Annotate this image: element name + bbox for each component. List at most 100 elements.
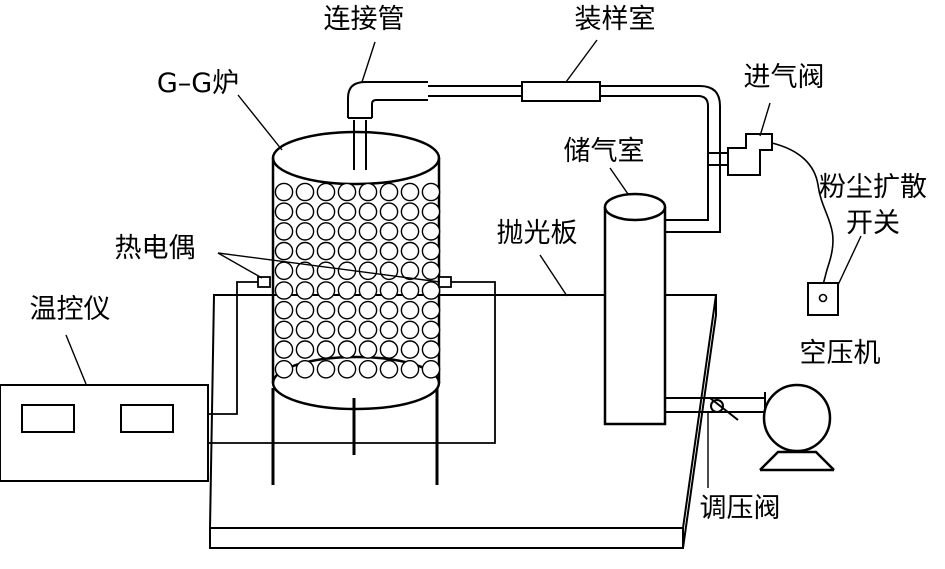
furnace-hole — [295, 340, 315, 359]
leader-lines — [65, 39, 862, 488]
furnace-hole — [295, 182, 315, 202]
furnace-hole — [316, 261, 336, 281]
furnace-hole — [421, 261, 441, 281]
furnace-hole — [274, 320, 294, 340]
furnace-hole — [358, 320, 378, 340]
label-regulating-valve: 调压阀 — [700, 493, 781, 524]
furnace-hole — [295, 261, 315, 281]
furnace-hole — [421, 241, 441, 261]
furnace-hole — [358, 261, 378, 281]
furnace-hole — [337, 241, 357, 261]
furnace-hole — [316, 241, 336, 261]
furnace-hole — [400, 182, 420, 202]
furnace-hole — [400, 300, 420, 320]
furnace-hole — [358, 202, 378, 221]
furnace-hole — [295, 320, 315, 340]
temperature-controller — [0, 384, 209, 482]
furnace-hole — [379, 320, 399, 340]
dust-switch — [771, 142, 839, 316]
furnace-hole — [274, 241, 294, 261]
furnace-hole — [421, 320, 441, 340]
furnace-hole — [358, 241, 378, 261]
furnace-hole — [316, 320, 336, 340]
furnace-hole — [316, 222, 336, 241]
furnace-hole — [316, 300, 336, 320]
furnace-hole — [337, 222, 357, 241]
furnace-hole — [316, 281, 336, 300]
furnace-hole — [400, 281, 420, 300]
furnace-hole — [316, 359, 336, 379]
furnace-hole — [295, 222, 315, 241]
furnace-hole — [337, 359, 357, 379]
furnace-hole — [274, 281, 294, 300]
furnace-hole — [358, 281, 378, 300]
furnace-holes — [274, 182, 441, 379]
furnace-hole — [274, 359, 294, 379]
furnace-hole — [274, 182, 294, 202]
furnace-hole — [379, 202, 399, 221]
furnace-hole — [274, 261, 294, 281]
label-polish-plate: 抛光板 — [497, 218, 578, 249]
air-compressor — [759, 383, 835, 472]
connecting-pipe — [347, 81, 428, 170]
furnace-hole — [358, 182, 378, 202]
furnace-hole — [337, 320, 357, 340]
furnace-hole — [274, 340, 294, 359]
thermocouple-wires — [208, 276, 496, 444]
furnace-hole — [358, 340, 378, 359]
furnace-hole — [337, 202, 357, 221]
furnace-hole — [400, 359, 420, 379]
furnace-hole — [274, 202, 294, 221]
label-dust-switch-line2: 开关 — [846, 208, 900, 239]
furnace-hole — [379, 241, 399, 261]
gas-storage-chamber — [603, 192, 667, 426]
base-plate — [208, 294, 718, 549]
furnace-hole — [337, 340, 357, 359]
furnace-hole — [358, 300, 378, 320]
furnace-hole — [400, 320, 420, 340]
label-dust-switch-line1: 粉尘扩散 — [819, 172, 927, 203]
furnace-hole — [400, 222, 420, 241]
furnace-hole — [400, 340, 420, 359]
furnace-hole — [316, 202, 336, 221]
label-intake-valve: 进气阀 — [744, 62, 825, 93]
furnace-hole — [295, 300, 315, 320]
furnace-hole — [421, 300, 441, 320]
furnace-hole — [337, 300, 357, 320]
furnace-hole — [379, 182, 399, 202]
furnace-hole — [400, 241, 420, 261]
label-sample-chamber: 装样室 — [575, 4, 656, 35]
furnace-hole — [400, 261, 420, 281]
furnace-hole — [337, 281, 357, 300]
furnace-hole — [274, 300, 294, 320]
compressor-pipe — [665, 392, 766, 421]
label-compressor: 空压机 — [800, 338, 881, 369]
furnace-hole — [421, 182, 441, 202]
furnace-hole — [379, 281, 399, 300]
furnace-hole — [316, 340, 336, 359]
furnace-hole — [295, 202, 315, 221]
furnace-hole — [379, 340, 399, 359]
furnace-hole — [421, 222, 441, 241]
furnace-hole — [379, 222, 399, 241]
label-gas-chamber: 储气室 — [564, 136, 645, 167]
furnace-legs — [271, 388, 439, 485]
label-gg-furnace: G–G炉 — [157, 68, 239, 99]
furnace-hole — [295, 359, 315, 379]
label-temp-controller: 温控仪 — [30, 294, 111, 325]
sample-chamber — [521, 81, 601, 102]
gas-pipeline — [428, 81, 728, 233]
label-thermocouple: 热电偶 — [115, 233, 196, 264]
intake-valve — [727, 133, 773, 176]
furnace-hole — [316, 182, 336, 202]
furnace-hole — [295, 281, 315, 300]
label-connecting-pipe: 连接管 — [324, 4, 405, 35]
furnace-hole — [337, 182, 357, 202]
furnace-hole — [295, 241, 315, 261]
furnace-hole — [379, 359, 399, 379]
furnace-hole — [358, 359, 378, 379]
furnace-hole — [421, 340, 441, 359]
furnace-hole — [358, 222, 378, 241]
